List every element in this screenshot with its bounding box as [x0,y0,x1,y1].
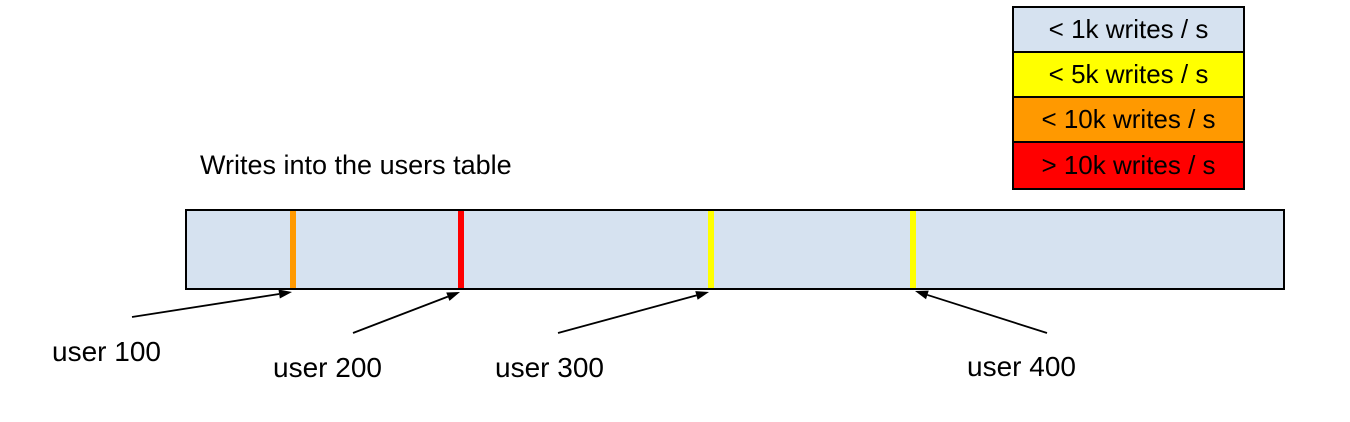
user-label-100: user 100 [52,336,161,367]
user-label-300: user 300 [495,352,604,383]
legend-item-label: > 10k writes / s [1041,150,1216,180]
legend-item-lt-10k: < 10k writes / s [1014,98,1243,143]
write-hotspot-stripe [708,211,714,288]
legend-item-lt-5k: < 5k writes / s [1014,53,1243,98]
users-table-bar [185,209,1285,290]
legend: < 1k writes / s < 5k writes / s < 10k wr… [1012,6,1245,190]
diagram-title: Writes into the users table [200,150,512,180]
user-label-400: user 400 [967,351,1076,382]
legend-item-label: < 5k writes / s [1048,59,1209,89]
write-hotspot-stripe [910,211,916,288]
legend-item-label: < 1k writes / s [1048,14,1209,44]
user-label-200: user 200 [273,352,382,383]
write-hotspot-stripe [290,211,296,288]
legend-item-label: < 10k writes / s [1041,104,1216,134]
write-hotspot-stripe [458,211,464,288]
legend-item-gt-10k: > 10k writes / s [1014,143,1243,188]
legend-item-lt-1k: < 1k writes / s [1014,8,1243,53]
